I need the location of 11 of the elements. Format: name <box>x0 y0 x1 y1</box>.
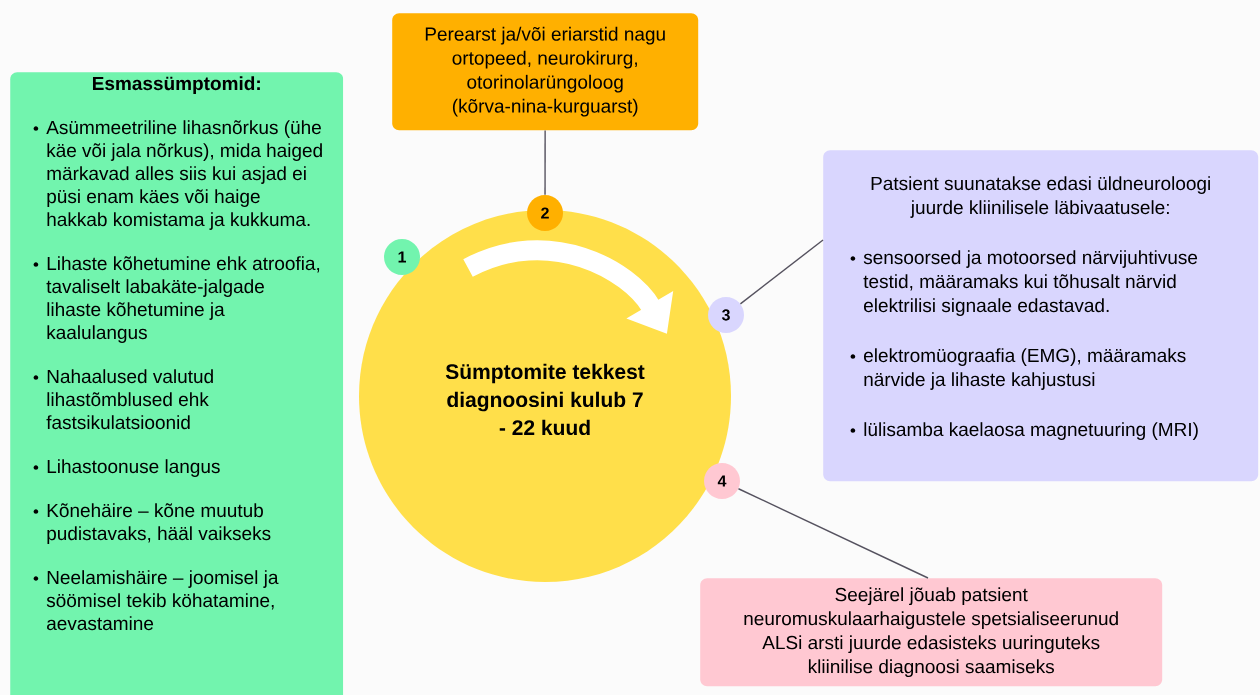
step-number-badge: 4 <box>704 463 740 499</box>
connector-line <box>544 129 546 196</box>
info-box: Seejärel jõuab patsient neuromuskulaarhaigustele spetsialiseerunud ALSi arsti juurde edasisteks uuringuteks kliinilise diagnoosi saamiseks <box>700 578 1163 687</box>
info-box: Esmassümptomid: Asümmeetriline lihasnõrkus (ühe käe või jala nõrkus), mida haiged märkavad alles siis kui asjad ei püsi enam käes või haige hakkab komistama ja kukkuma. Lihaste kõhetumine ehk atroofia, tavaliselt labakäte-jalgade lihaste kõhetumine ja kaalulangus Nahaalused valutud lihastõmblused ehk fastsikulatsioonid Lihastoonuse langus Kõnehäire – kõne muutub pudistavaks, hääl vaikseks Neelamishäire – joomisel ja söömisel tekib köhatamine, aevastamine <box>10 72 344 695</box>
info-box: Perearst ja/või eriarstid nagu ortopeed, neurokirurg, otorinolarüngoloog (kõrva-nina-kurguarst) <box>392 13 699 131</box>
step-number-badge: 1 <box>384 239 420 275</box>
info-box: Patsient suunatakse edasi üldneuroloogi juurde kliinilisele läbivaatusele: sensoorsed ja motoorsed närvijuhtivuse testid, määramaks kui tõhusalt närvid elektrilisi signaale edastavad. elektromüograafia (EMG), määramaks närvide ja lihaste kahjustusi lülisamba kaelaosa magnetuuring (MRI) <box>823 150 1259 482</box>
step-number-badge: 3 <box>708 297 744 333</box>
connector-line <box>739 239 824 305</box>
step-number-badge: 2 <box>527 195 563 231</box>
connector-line <box>737 488 929 579</box>
